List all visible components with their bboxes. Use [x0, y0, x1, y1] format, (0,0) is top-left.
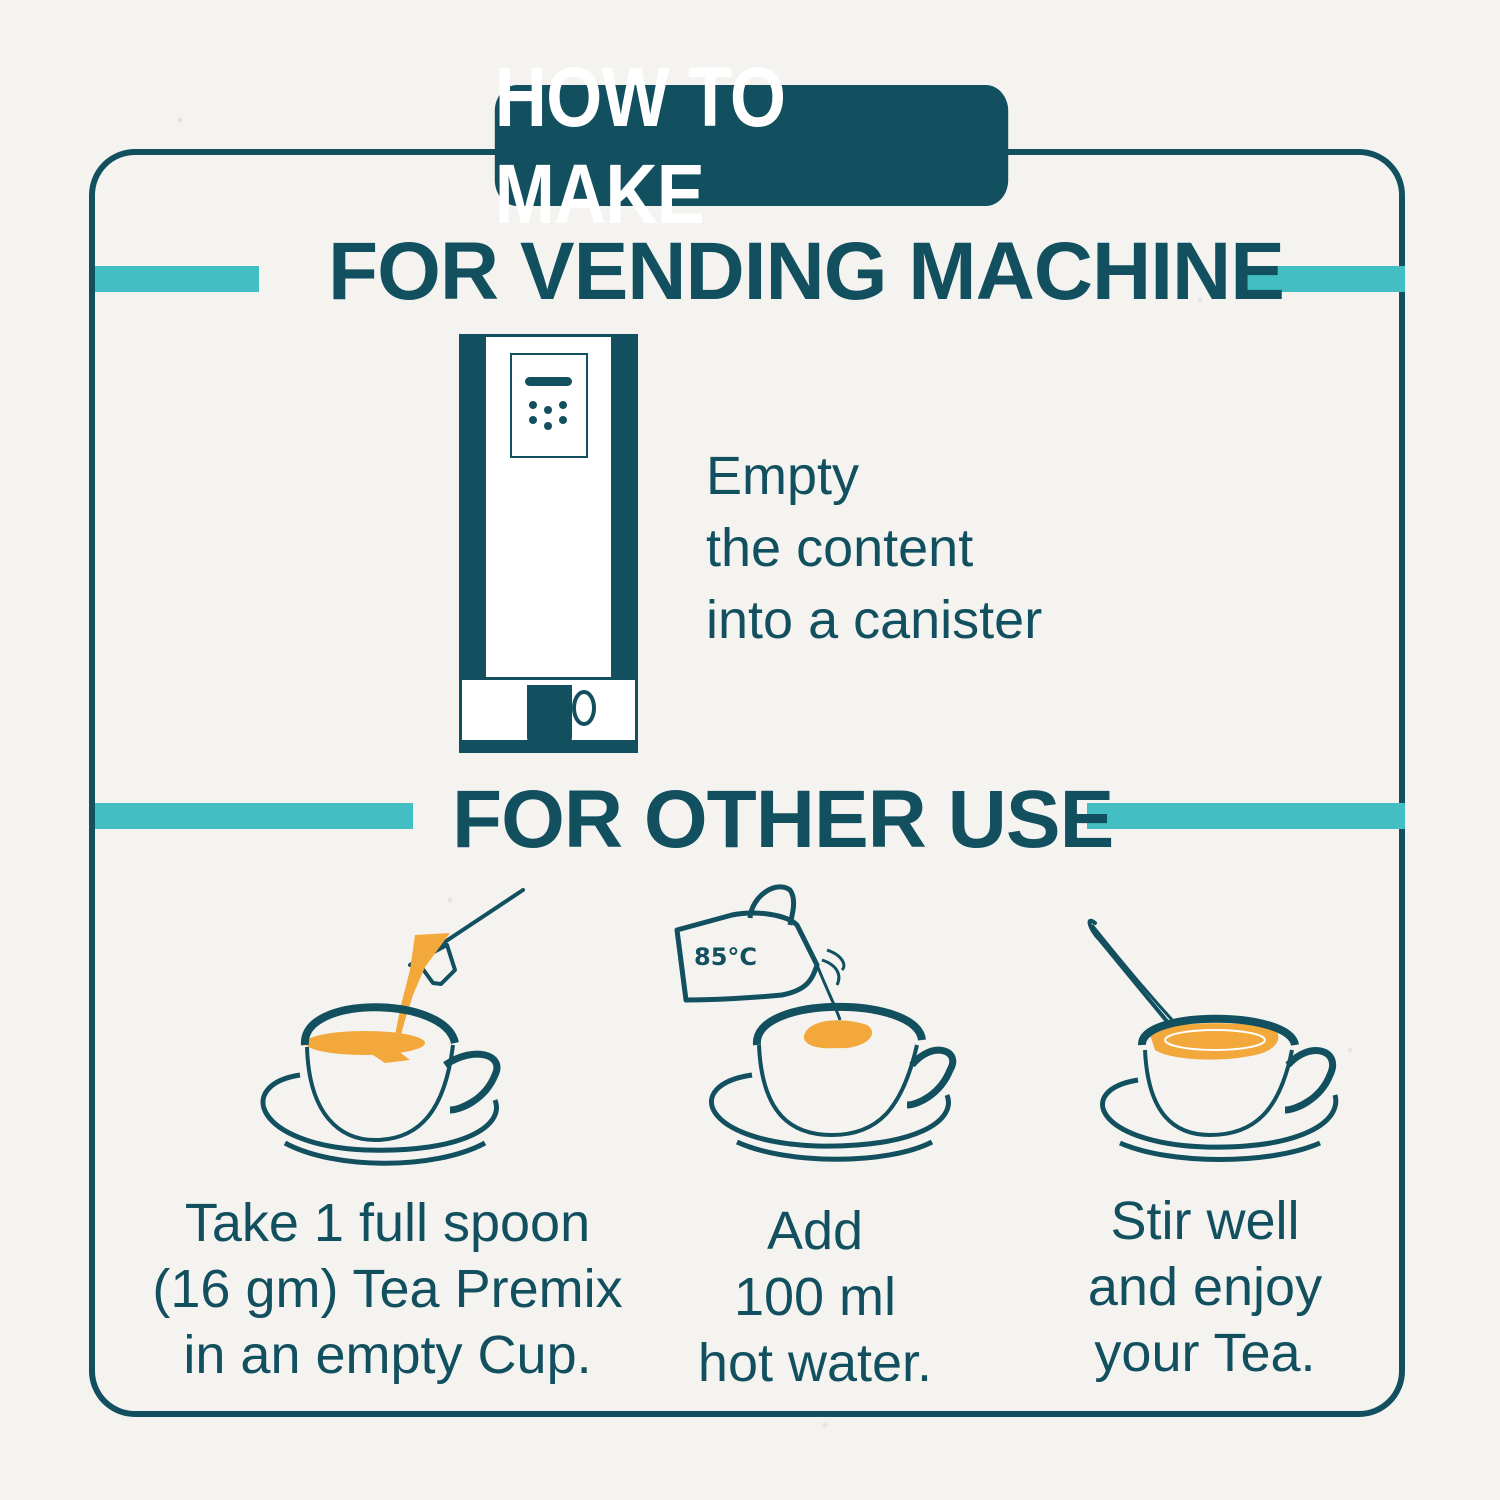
- vending-instruction: Empty the content into a canister: [706, 446, 1043, 650]
- step-3-text: Stir well and enjoy your Tea.: [1087, 1191, 1323, 1383]
- section-title-vending: FOR VENDING MACHINE: [328, 226, 1285, 317]
- step-1-text: Take 1 full spoon (16 gm) Tea Premix in …: [152, 1193, 623, 1385]
- divider-bar-left: [95, 266, 259, 292]
- divider-bar-right-2: [1087, 803, 1405, 829]
- divider-bar-left-2: [95, 803, 413, 829]
- kettle-pouring-water-icon: 85°C: [674, 884, 957, 1162]
- section-title-other: FOR OTHER USE: [452, 774, 1114, 865]
- page-title: HOW TO MAKE: [494, 50, 1009, 241]
- step-2-text: Add 100 ml hot water.: [697, 1201, 933, 1393]
- temperature-label: 85°C: [694, 943, 757, 971]
- spoon-pouring-premix-icon: [260, 888, 525, 1166]
- vending-machine-icon: [459, 334, 638, 753]
- divider-bar-right: [1241, 266, 1405, 292]
- stirring-tea-icon: [1087, 918, 1339, 1162]
